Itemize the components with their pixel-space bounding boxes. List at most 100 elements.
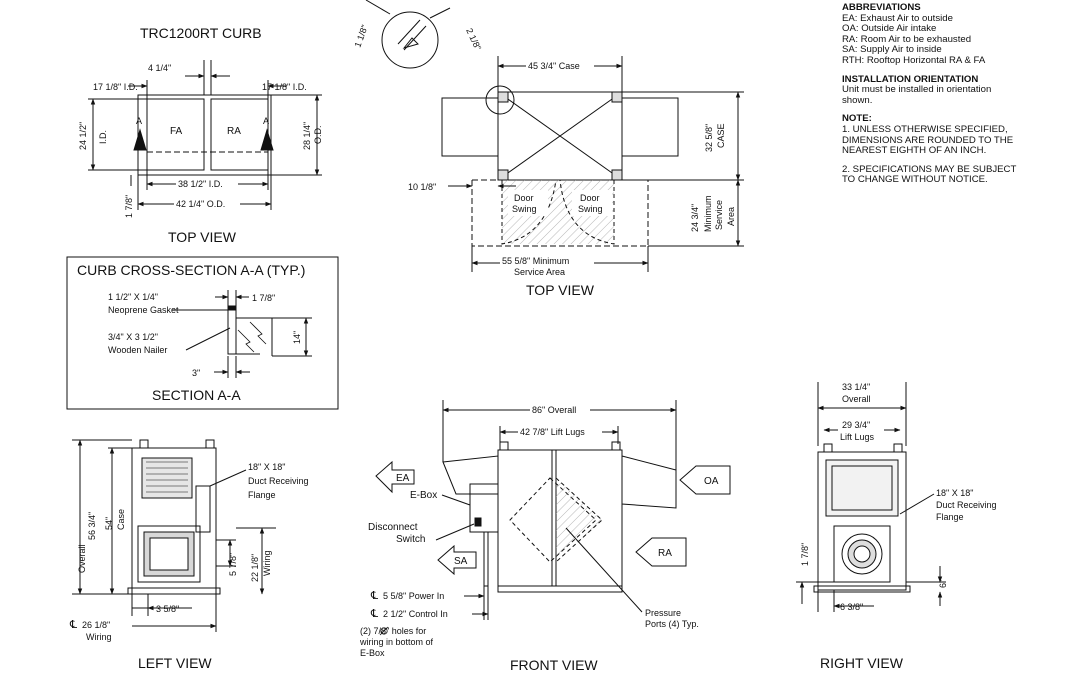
detail-circle <box>381 11 439 69</box>
oa-arrow <box>679 465 731 495</box>
right-duct-flange <box>833 525 891 583</box>
right-dim-1-7-8: 1 7/8" <box>800 543 810 566</box>
holes-note: (2) 7/8" holes for <box>360 626 426 636</box>
left-dim-5-7-8: 5 7/8" <box>228 553 238 576</box>
door-swing-right: Door <box>580 193 600 203</box>
curb-dim-right-id: 17 1/8" I.D. <box>262 82 307 92</box>
svg-text:℄: ℄ <box>370 590 378 602</box>
note-line: DIMENSIONS ARE ROUNDED TO THE <box>842 134 1014 146</box>
dim-10-1-8: 10 1/8" <box>408 182 436 192</box>
service-width-dim: 55 5/8" Minimum <box>502 256 569 266</box>
unit-top-view-label: TOP VIEW <box>526 282 595 298</box>
curb-dim-42-1-4: 42 1/4" O.D. <box>176 199 225 209</box>
top-right-duct <box>621 97 679 157</box>
left-view-label: LEFT VIEW <box>138 655 212 671</box>
door-swing-left: Swing <box>512 204 537 214</box>
power-in-dim: 5 5/8" Power In <box>383 591 444 601</box>
gasket-label: Neoprene Gasket <box>108 305 179 315</box>
section-dim-1-7-8: 1 7/8" <box>252 293 275 303</box>
left-view: 56 3/4" Overall 54" Case 18" X 18" Duct … <box>69 439 309 671</box>
right-flange-size: 18" X 18" <box>936 488 973 498</box>
right-flange-label: Duct Receiving <box>936 500 997 510</box>
left-overall-label: Overall <box>77 544 87 573</box>
curb-dim-od: O.D. <box>313 125 323 144</box>
service-depth-label: Area <box>726 207 736 226</box>
abbrev-line: EA: Exhaust Air to outside <box>842 12 953 24</box>
left-cl-wiring-label: Wiring <box>86 632 112 642</box>
front-lift-lugs-dim: 42 7/8" Lift Lugs <box>520 427 585 437</box>
nailer-dim: 3/4" X 3 1/2" <box>108 332 158 342</box>
note-line: TO CHANGE WITHOUT NOTICE. <box>842 174 988 186</box>
detail-dim-1-1-8: 1 1/8" <box>352 23 369 48</box>
ea-arrow <box>375 460 415 494</box>
service-depth-label: Minimum <box>703 195 713 232</box>
right-view: 33 1/4" Overall 29 3/4" Lift Lugs 18" X … <box>796 378 997 671</box>
nailer-label: Wooden Nailer <box>108 345 167 355</box>
sa-label: SA <box>454 556 468 567</box>
note-line: NEAREST EIGHTH OF AN INCH. <box>842 145 987 157</box>
note-heading: NOTE: <box>842 113 872 125</box>
front-view: 86" Overall 42 7/8" Lift Lugs EA OA SA R… <box>359 400 731 673</box>
left-wiring-label: Wiring <box>262 550 272 576</box>
case-depth-dim: 32 5/8" <box>704 124 714 152</box>
section-title: CURB CROSS-SECTION A-A (TYP.) <box>77 262 305 278</box>
ra-label: RA <box>658 548 672 559</box>
left-wiring-dim: 22 1/8" <box>250 554 260 582</box>
right-overall-dim: 33 1/4" <box>842 382 870 392</box>
left-flange-label: Duct Receiving <box>248 476 309 486</box>
control-in-dim: 2 1/2" Control In <box>383 609 448 619</box>
pressure-ports-label: Pressure <box>645 608 681 618</box>
curb-dim-left-id: 17 1/8" I.D. <box>93 82 138 92</box>
curb-fa-label: FA <box>170 126 183 137</box>
curb-dim-1-7-8: 1 7/8" <box>124 195 134 218</box>
curb-dim-38-1-2: 38 1/2" I.D. <box>178 179 223 189</box>
right-dim-6-3-8: 6 3/8" <box>840 602 863 612</box>
section-label: SECTION A-A <box>152 387 241 403</box>
unit-top-view: 1 1/8" 2 1/8" 45 3/4" Case 32 5/8" CASE … <box>352 0 744 298</box>
right-flange-label: Flange <box>936 512 964 522</box>
right-overall-label: Overall <box>842 394 871 404</box>
orientation-heading: INSTALLATION ORIENTATION <box>842 73 979 85</box>
svg-text:℄: ℄ <box>69 619 77 631</box>
door-swing-left: Door <box>514 193 534 203</box>
abbreviations-heading: ABBREVIATIONS <box>842 2 921 13</box>
service-depth-dim: 24 3/4" <box>690 204 700 232</box>
top-left-duct <box>441 97 499 157</box>
case-width-dim: 45 3/4" Case <box>528 61 580 71</box>
abbrev-line: RA: Room Air to be exhausted <box>842 33 972 45</box>
holes-note: E-Box <box>360 648 385 658</box>
section-dim-14: 14" <box>292 331 302 344</box>
note-line: 2. SPECIFICATIONS MAY BE SUBJECT <box>842 163 1017 175</box>
curb-title: TRC1200RT CURB <box>140 25 262 41</box>
curb-dim-id: I.D. <box>98 130 108 144</box>
detail-dim-2-1-8: 2 1/8" <box>464 27 483 52</box>
left-flange-size: 18" X 18" <box>248 462 285 472</box>
curb-dim-28-1-4: 28 1/4" <box>302 122 312 150</box>
service-width-label: Service Area <box>514 267 565 277</box>
right-dim-6: 6" <box>938 580 948 588</box>
ra-arrow <box>635 537 687 567</box>
curb-dim-24-1-2: 24 1/2" <box>78 122 88 150</box>
curb-ra-label: RA <box>227 126 241 137</box>
left-flange-label: Flange <box>248 490 276 500</box>
ebox-label: E-Box <box>410 490 437 501</box>
section-mark-right: A <box>263 116 269 126</box>
oa-label: OA <box>704 476 719 487</box>
holes-note: wiring in bottom of <box>359 637 434 647</box>
section-mark-left: A <box>136 116 142 126</box>
pressure-ports-label: Ports (4) Typ. <box>645 619 699 629</box>
abbrev-line: SA: Supply Air to inside <box>842 44 942 56</box>
curb-cross-section: CURB CROSS-SECTION A-A (TYP.) 1 1/2" X 1… <box>66 256 339 410</box>
notes-block: ABBREVIATIONS EA: Exhaust Air to outside… <box>842 2 1082 186</box>
curb-dim-4-1-4: 4 1/4" <box>148 63 171 73</box>
left-overall-dim: 56 3/4" <box>87 512 97 540</box>
left-dim-3-5-8: 3 5/8" <box>156 604 179 614</box>
ea-label: EA <box>396 473 410 484</box>
door-swing-right: Swing <box>578 204 603 214</box>
right-lift-lugs-dim: 29 3/4" <box>842 420 870 430</box>
abbrev-line: OA: Outside Air intake <box>842 23 937 35</box>
left-cl-wiring-dim: 26 1/8" <box>82 620 110 630</box>
abbrev-line: RTH: Rooftop Horizontal RA & FA <box>842 54 986 66</box>
note-line: 1. UNLESS OTHERWISE SPECIFIED, <box>842 123 1008 135</box>
